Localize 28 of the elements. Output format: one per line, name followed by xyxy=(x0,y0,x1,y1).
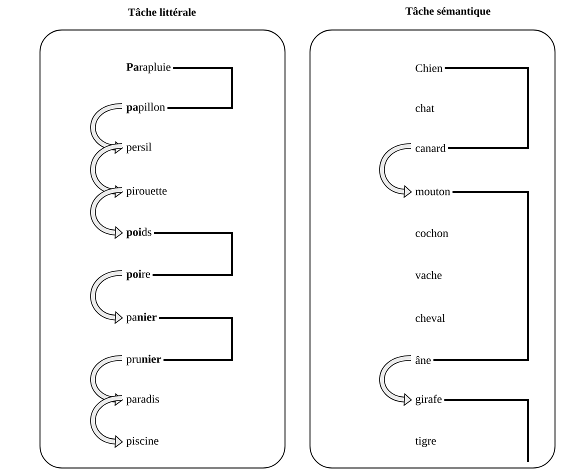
word-label: mouton xyxy=(415,188,450,196)
word-label: Chien xyxy=(416,64,442,72)
word-label: girafe xyxy=(416,394,442,406)
word-label: panier xyxy=(126,312,157,324)
bracket-line xyxy=(167,67,233,109)
word-label: cheval xyxy=(416,314,445,322)
word-label: poire xyxy=(126,270,150,280)
bracket-line xyxy=(444,399,529,462)
word-label: piscine xyxy=(126,436,158,448)
word-label: âne xyxy=(416,356,431,364)
bracket-line xyxy=(433,191,529,361)
word-label: tigre xyxy=(415,436,436,448)
bracket-line xyxy=(152,232,233,276)
word-label: chat xyxy=(416,104,434,112)
word-label: pirouette xyxy=(126,186,167,198)
word-label: cochon xyxy=(416,228,448,238)
word-label: canard xyxy=(416,144,446,152)
word-label: papillon xyxy=(126,102,165,114)
node-label: Tâche littérale xyxy=(128,8,196,16)
word-label: vache xyxy=(415,270,442,280)
word-label: prunier xyxy=(126,354,162,366)
word-label: poids xyxy=(126,228,152,238)
bracket-line xyxy=(444,67,529,149)
word-label: paradis xyxy=(126,394,159,406)
bracket-line xyxy=(159,317,233,361)
word-label: persil xyxy=(126,142,152,154)
node-label: Tâche sémantique xyxy=(406,6,490,18)
word-label: Parapluie xyxy=(126,62,170,74)
